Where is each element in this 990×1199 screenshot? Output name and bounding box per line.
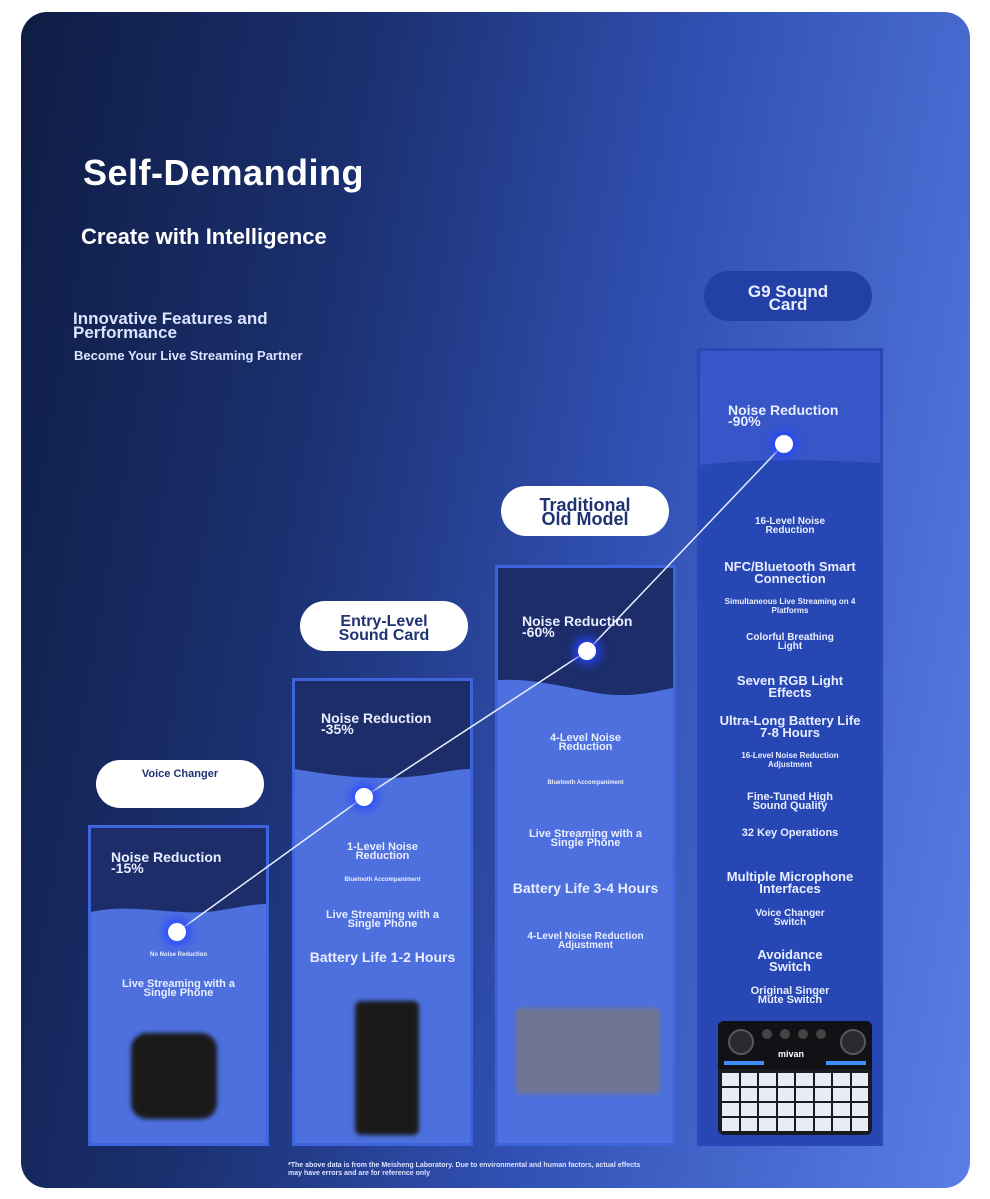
- feature-text: Original Singer Mute Switch: [750, 985, 830, 1006]
- column-pill-g9: G9 Sound Card: [704, 271, 872, 321]
- mixer-product-image: [516, 1008, 660, 1094]
- feature-text: 4-Level Noise Reduction: [550, 732, 621, 753]
- column-g9: Noise Reduction-90% 16-Level Noise Reduc…: [697, 348, 883, 1146]
- feature-text: Bluetooth Accompaniment: [344, 877, 421, 883]
- footnote: *The above data is from the Meisheng Lab…: [288, 1162, 641, 1177]
- features-heading: Innovative Features and Performance: [73, 309, 268, 342]
- phone-product-image: [131, 1033, 217, 1119]
- feature-text: Live Streaming with a Single Phone: [121, 978, 236, 999]
- noise-trend-line: [176, 443, 785, 933]
- feature-text: Ultra-Long Battery Life 7-8 Hours: [719, 713, 861, 740]
- feature-text: 32 Key Operations: [741, 827, 839, 839]
- feature-text: NFC/Bluetooth Smart Connection: [724, 559, 856, 586]
- device-brand-label: mivan: [778, 1049, 805, 1059]
- feature-text: 16-Level Noise Reduction Adjustment: [741, 751, 839, 769]
- noise-reduction-label: Noise Reduction-15%: [111, 849, 222, 876]
- g9-device-image: mivan: [718, 1021, 872, 1135]
- page-title: Self-Demanding: [83, 152, 365, 193]
- feature-text: Battery Life 3-4 Hours: [512, 880, 659, 896]
- column-pill-traditional: Traditional Old Model: [501, 486, 669, 536]
- column-traditional: Noise Reduction-60% 4-Level Noise Reduct…: [495, 565, 676, 1146]
- noise-dot: [775, 435, 793, 453]
- comparison-card: Self-Demanding Create with Intelligence …: [21, 12, 970, 1188]
- feature-text: No Noise Reduction: [149, 952, 207, 958]
- feature-text: Simultaneous Live Streaming on 4 Platfor…: [724, 597, 856, 615]
- feature-text: Fine-Tuned High Sound Quality: [747, 791, 833, 812]
- noise-reduction-label: Noise Reduction-35%: [321, 710, 432, 737]
- feature-text: Colorful Breathing Light: [746, 632, 834, 652]
- feature-text: Live Streaming with a Single Phone: [325, 909, 440, 930]
- noise-reduction-label: Noise Reduction-90%: [728, 402, 839, 429]
- feature-text: 4-Level Noise Reduction Adjustment: [527, 931, 644, 951]
- feature-text: 1-Level Noise Reduction: [347, 841, 418, 862]
- feature-text: Bluetooth Accompaniment: [547, 780, 624, 786]
- feature-text: Avoidance Switch: [757, 947, 823, 974]
- noise-dot: [355, 788, 373, 806]
- feature-text: Live Streaming with a Single Phone: [528, 828, 643, 849]
- partner-text: Become Your Live Streaming Partner: [74, 348, 303, 363]
- feature-text: Voice Changer Switch: [755, 908, 825, 928]
- feature-text: 16-Level Noise Reduction: [754, 516, 826, 536]
- page-subtitle: Create with Intelligence: [81, 224, 327, 249]
- noise-dot: [578, 642, 596, 660]
- feature-text: Multiple Microphone Interfaces: [726, 869, 854, 896]
- feature-text: Seven RGB Light Effects: [736, 673, 844, 700]
- column-pill-entry-level: Entry-Level Sound Card: [300, 601, 468, 651]
- feature-text: Battery Life 1-2 Hours: [309, 949, 456, 965]
- column-pill-voice-changer: Voice Changer: [96, 760, 264, 808]
- column-entry-level: Noise Reduction-35% 1-Level Noise Reduct…: [292, 678, 473, 1146]
- column-voice-changer: Noise Reduction-15% No Noise Reduction L…: [88, 825, 269, 1146]
- noise-reduction-label: Noise Reduction-60%: [522, 613, 633, 640]
- phone-product-image: [355, 1001, 419, 1135]
- noise-dot: [168, 923, 186, 941]
- device-keypad: [722, 1073, 868, 1131]
